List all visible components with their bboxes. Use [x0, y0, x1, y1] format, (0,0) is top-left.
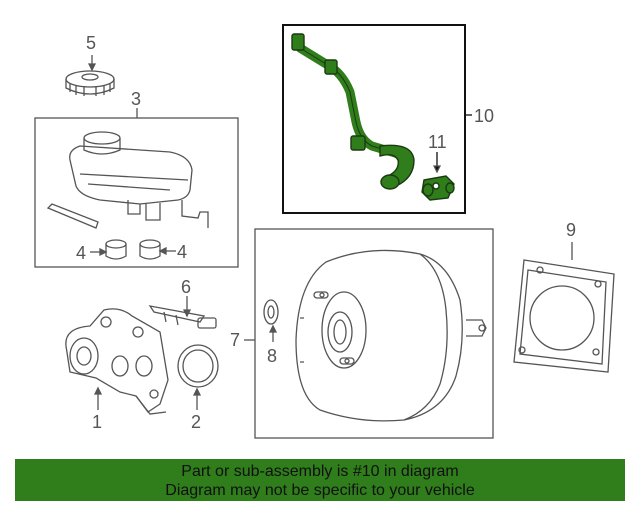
- arrow-4b: [158, 246, 167, 256]
- brake-booster-box: [254, 228, 494, 439]
- brake-booster: [295, 249, 487, 422]
- booster-gasket: [513, 259, 615, 373]
- callout-4a: 4: [76, 243, 86, 263]
- banner-line-2: Diagram may not be specific to your vehi…: [165, 482, 475, 499]
- reservoir-cap: [65, 70, 115, 96]
- reservoir-grommet-right: [139, 239, 161, 260]
- callout-6: 6: [181, 277, 191, 297]
- callout-10: 10: [474, 106, 494, 126]
- callout-7: 7: [230, 330, 240, 350]
- vacuum-hose-box: [282, 24, 466, 214]
- callout-1: 1: [92, 412, 102, 432]
- info-banner: Part or sub-assembly is #10 in diagram D…: [15, 459, 625, 501]
- arrow-5: [87, 63, 97, 72]
- vacuum-hose: [291, 33, 415, 190]
- arrow-4a: [99, 247, 108, 257]
- callout-2: 2: [191, 412, 201, 432]
- callout-9: 9: [566, 220, 576, 240]
- callout-5: 5: [86, 33, 96, 53]
- reservoir-grommet-left: [105, 239, 127, 260]
- callout-8: 8: [267, 346, 277, 366]
- arrow-2: [192, 387, 202, 396]
- reservoir-assembly-box: [34, 117, 239, 268]
- callout-4b: 4: [177, 242, 187, 262]
- booster-seal: [263, 299, 279, 325]
- callout-11: 11: [428, 132, 447, 152]
- brake-fluid-reservoir: [46, 131, 209, 229]
- banner-line-1: Part or sub-assembly is #10 in diagram: [181, 463, 459, 480]
- arrow-11: [432, 165, 442, 174]
- arrow-6: [182, 309, 192, 318]
- callout-3: 3: [131, 89, 141, 109]
- seal-ring: [177, 344, 219, 388]
- level-sensor: [148, 305, 217, 329]
- arrow-1: [93, 386, 103, 395]
- check-valve: [421, 175, 455, 201]
- master-cylinder: [65, 308, 169, 415]
- arrow-8: [268, 324, 278, 333]
